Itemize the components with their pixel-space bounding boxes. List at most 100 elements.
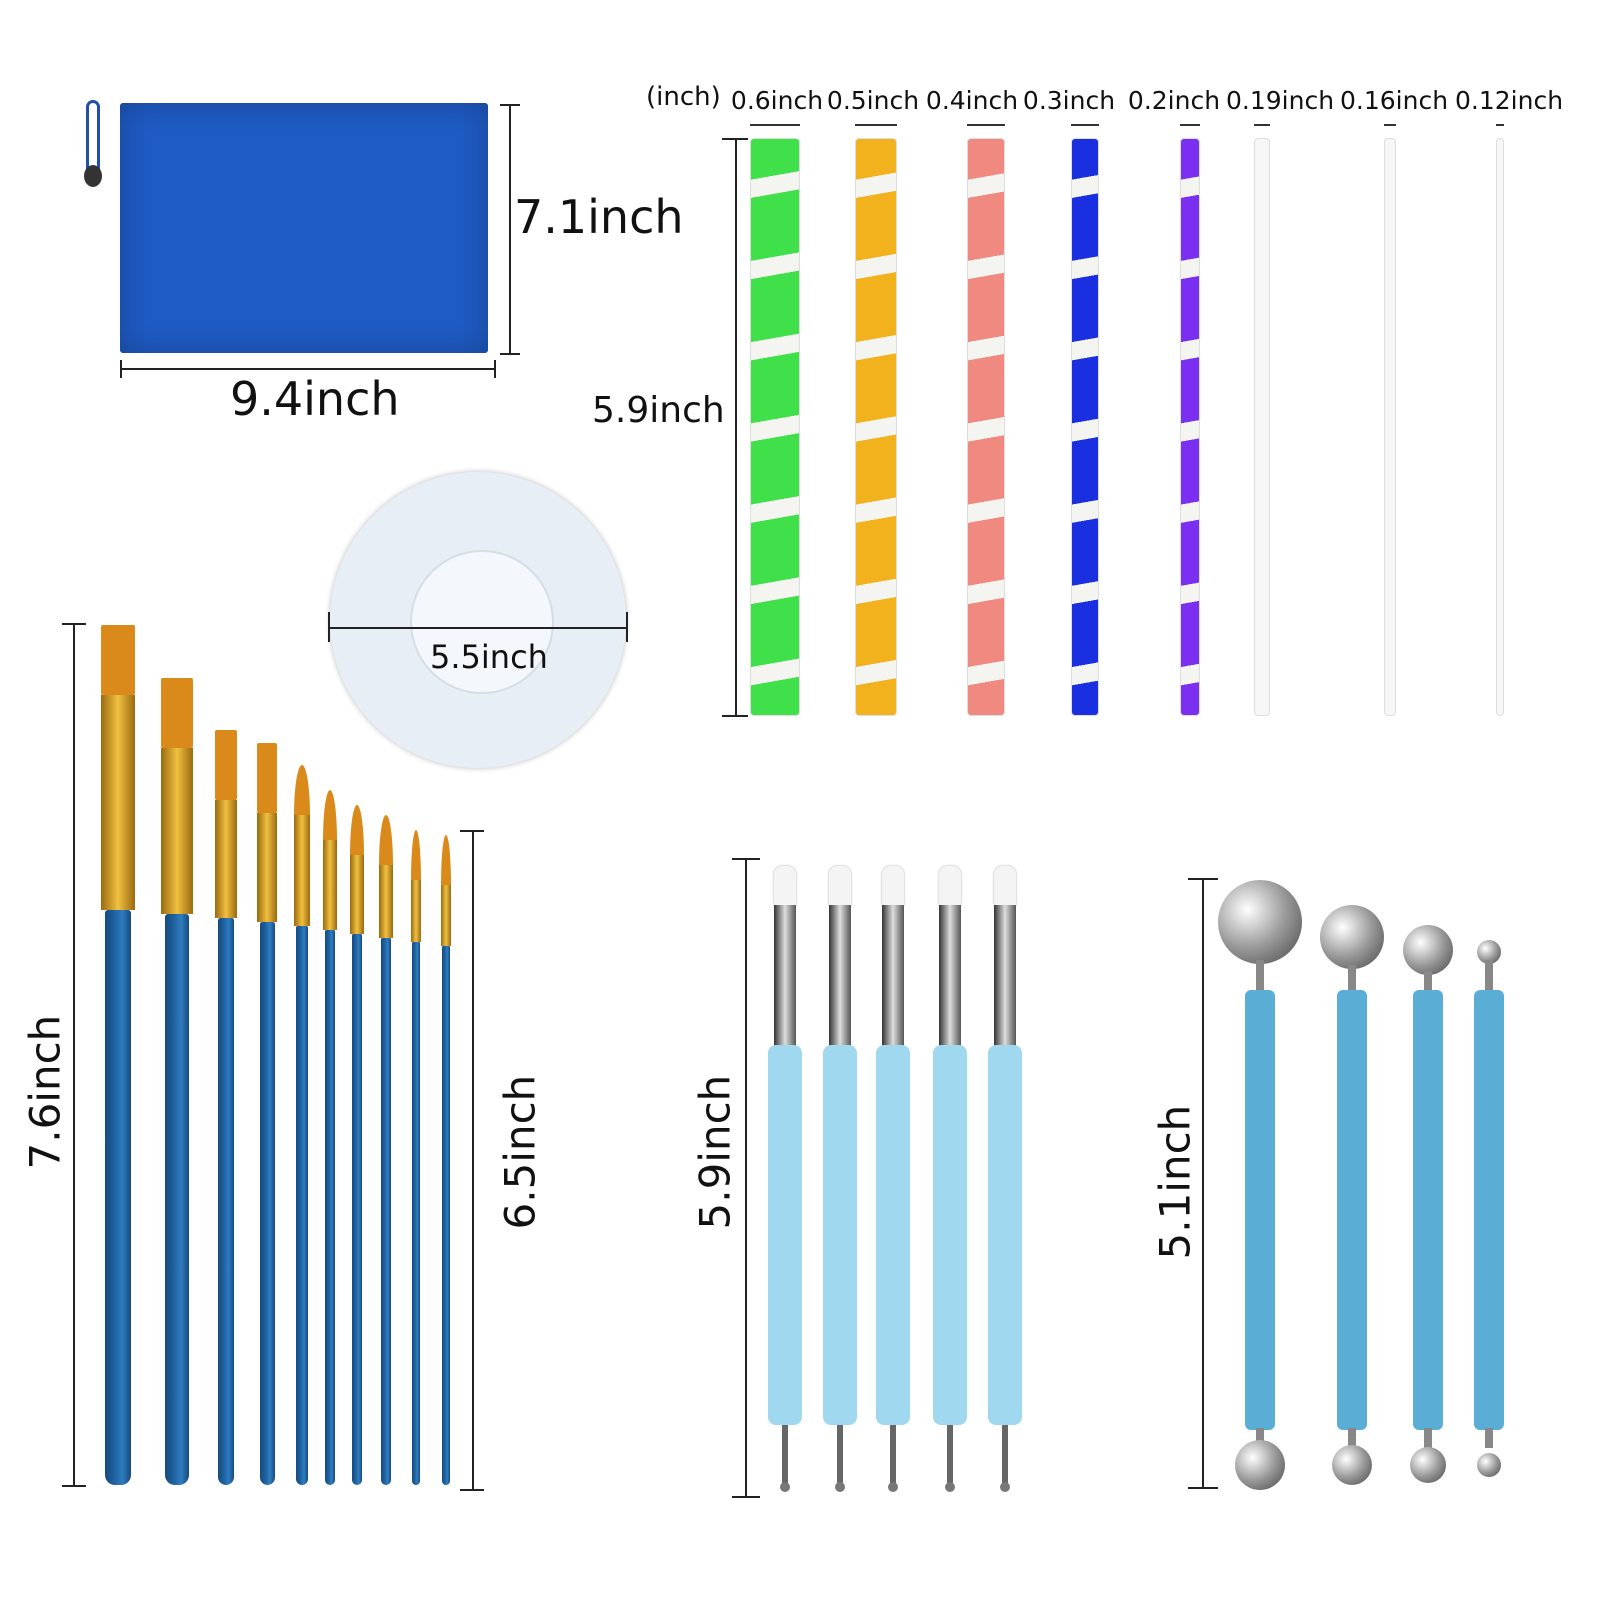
steel-shaft — [1256, 1428, 1264, 1448]
brush-bristles — [101, 625, 135, 695]
dotting-handle — [876, 1045, 910, 1425]
palette-width-line — [328, 627, 628, 629]
rod-diameter-line — [1071, 124, 1099, 126]
stylus-tip — [837, 1425, 843, 1485]
brush-handle — [165, 914, 189, 1485]
brush-bristles — [441, 835, 451, 885]
brush-handle — [380, 938, 392, 1485]
rod-diameter-line — [967, 124, 1005, 126]
palette-width-label: 5.5inch — [430, 638, 548, 676]
rod-diameter-label: 0.12inch — [1455, 86, 1564, 115]
rod-diameter-label: 0.19inch — [1226, 86, 1335, 115]
brush-ferrule — [257, 813, 277, 922]
dotting-length-label: 5.9inch — [690, 1074, 740, 1230]
rod-diameter-line — [1180, 124, 1200, 126]
brush-ferrule — [411, 880, 421, 942]
rod-diameter-label: 0.4inch — [925, 86, 1019, 115]
brush-bristles — [161, 678, 193, 748]
acrylic-rod — [750, 138, 800, 716]
brush-ferrule — [379, 865, 393, 938]
brush-ferrule — [215, 800, 237, 918]
brush-bristles — [294, 765, 310, 815]
steel-ball-top — [1403, 925, 1453, 975]
brush-bristles — [411, 830, 421, 880]
acrylic-rod — [855, 138, 897, 716]
rod-diameter-line — [1254, 124, 1270, 126]
dotting-handle — [933, 1045, 967, 1425]
rod-diameter-line — [750, 124, 800, 126]
rod-diameter-label: 0.6inch — [730, 86, 824, 115]
dotting-handle — [768, 1045, 802, 1425]
bag-width-label: 9.4inch — [230, 372, 400, 426]
stylus-ball — [1000, 1482, 1010, 1492]
steel-ball-top — [1320, 905, 1384, 969]
steel-ball-bottom — [1332, 1445, 1372, 1485]
rod-diameter-label: 0.2inch — [1127, 86, 1221, 115]
bag-height-line — [509, 104, 511, 354]
steel-ball-top — [1218, 880, 1302, 964]
brush-handle — [412, 942, 420, 1485]
brush-bristles — [215, 730, 237, 800]
metal-collar — [829, 905, 851, 1050]
steel-shaft — [1256, 960, 1264, 996]
ball-tool-handle — [1413, 990, 1443, 1430]
brush-bristles — [323, 790, 337, 840]
silicone-tip — [939, 866, 961, 906]
brush-bristles — [379, 815, 393, 865]
rod-length-label: 5.9inch — [592, 390, 725, 431]
brush-short-line — [472, 830, 474, 1490]
silicone-tip — [774, 866, 796, 906]
stylus-ball — [835, 1482, 845, 1492]
metal-collar — [994, 905, 1016, 1050]
brush-ferrule — [441, 885, 451, 946]
brush-ferrule — [323, 840, 337, 930]
bag-width-line — [120, 368, 496, 370]
zipper-bag — [120, 103, 488, 353]
metal-collar — [882, 905, 904, 1050]
steel-shaft — [1485, 960, 1493, 996]
stylus-ball — [945, 1482, 955, 1492]
zipper-tab — [84, 165, 102, 187]
dotting-handle — [988, 1045, 1022, 1425]
brush-handle — [351, 934, 363, 1485]
acrylic-rod — [1384, 138, 1396, 716]
dotting-handle — [823, 1045, 857, 1425]
acrylic-rod — [967, 138, 1005, 716]
ball-tool-length-line — [1202, 878, 1204, 1488]
brush-short-label: 6.5inch — [495, 1074, 545, 1230]
stylus-tip — [1002, 1425, 1008, 1485]
rod-diameter-line — [1384, 124, 1396, 126]
stylus-tip — [782, 1425, 788, 1485]
ball-tool-handle — [1474, 990, 1504, 1430]
silicone-tip — [994, 866, 1016, 906]
steel-shaft — [1348, 965, 1356, 996]
brush-handle — [105, 910, 131, 1485]
brush-ferrule — [350, 855, 364, 934]
acrylic-rod — [1071, 138, 1099, 716]
stylus-ball — [780, 1482, 790, 1492]
steel-ball-bottom — [1477, 1453, 1501, 1477]
metal-collar — [774, 905, 796, 1050]
ball-tool-length-label: 5.1inch — [1150, 1104, 1200, 1260]
acrylic-rod — [1496, 138, 1504, 716]
brush-ferrule — [161, 748, 193, 914]
stylus-tip — [890, 1425, 896, 1485]
ball-tool-handle — [1337, 990, 1367, 1430]
acrylic-rod — [1254, 138, 1270, 716]
steel-shaft — [1485, 1428, 1493, 1448]
steel-ball-bottom — [1410, 1447, 1446, 1483]
brush-long-label: 7.6inch — [20, 1014, 70, 1170]
bag-height-label: 7.1inch — [514, 190, 684, 244]
unit-label: (inch) — [646, 82, 721, 112]
brush-bristles — [350, 805, 364, 855]
rod-length-line — [735, 138, 737, 716]
acrylic-rod — [1180, 138, 1200, 716]
brush-handle — [296, 926, 308, 1485]
steel-shaft — [1424, 971, 1432, 996]
brush-bristles — [257, 743, 277, 813]
stylus-tip — [947, 1425, 953, 1485]
steel-shaft — [1424, 1428, 1432, 1448]
silicone-tip — [829, 866, 851, 906]
rod-diameter-label: 0.5inch — [826, 86, 920, 115]
